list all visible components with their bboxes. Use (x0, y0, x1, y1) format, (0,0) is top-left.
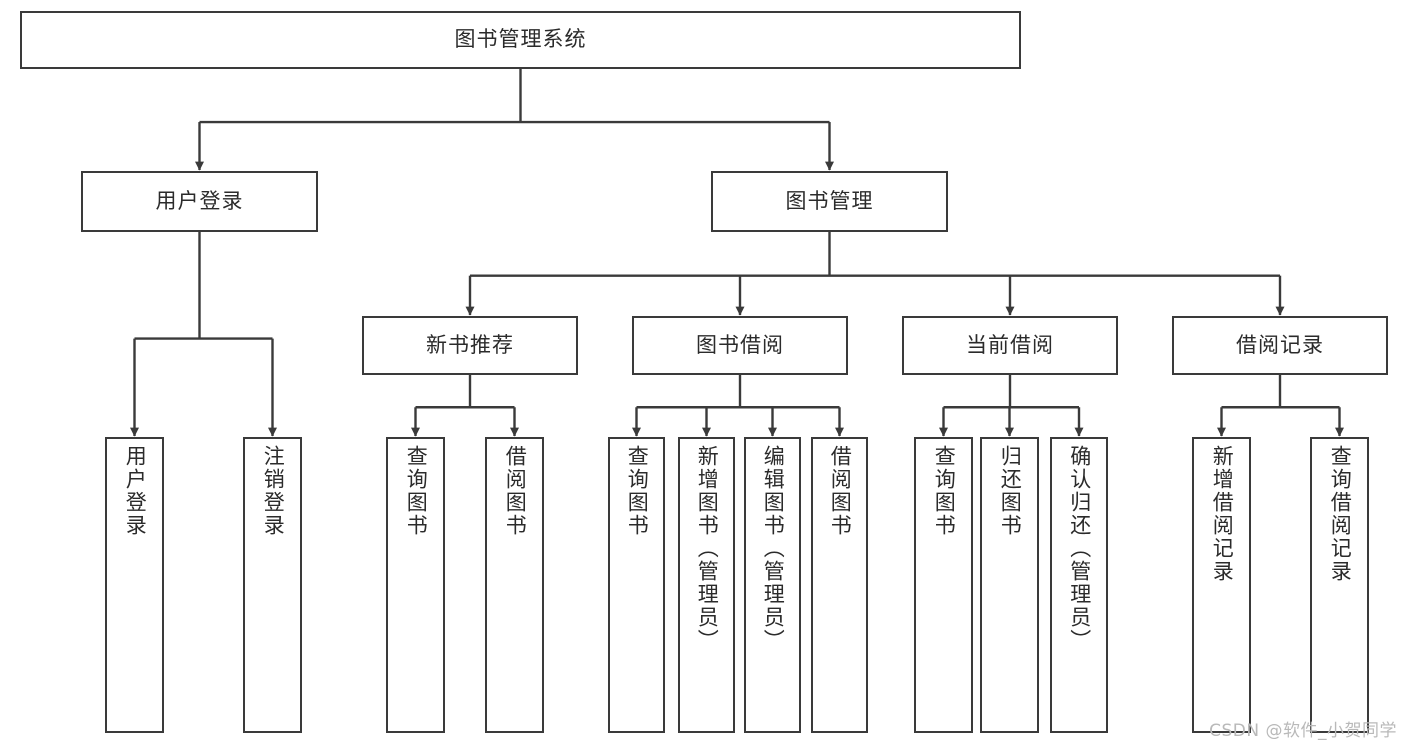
node-label: 查询图书 (932, 445, 957, 537)
node-label: 新书推荐 (426, 332, 514, 357)
watermark-text: CSDN @软件_小贺同学 (1209, 721, 1397, 741)
node-leaf-add-book-admin[interactable]: 新增图书（管理员） (678, 437, 735, 733)
node-leaf-query-books-current[interactable]: 查询图书 (914, 437, 973, 733)
node-label: 新增图书（管理员） (695, 445, 720, 652)
node-leaf-edit-book-admin[interactable]: 编辑图书（管理员） (744, 437, 801, 733)
node-label: 查询图书 (625, 445, 650, 537)
node-label: 用户登录 (155, 188, 244, 213)
node-user-login[interactable]: 用户登录 (81, 171, 318, 232)
node-leaf-return-books[interactable]: 归还图书 (980, 437, 1039, 733)
node-borrowing-records[interactable]: 借阅记录 (1172, 316, 1388, 375)
node-label: 图书管理系统 (454, 27, 587, 52)
node-current-borrowing[interactable]: 当前借阅 (902, 316, 1118, 375)
node-leaf-query-books-borrowing[interactable]: 查询图书 (608, 437, 665, 733)
node-leaf-add-borrow-record[interactable]: 新增借阅记录 (1192, 437, 1251, 733)
node-label: 新增借阅记录 (1210, 445, 1235, 583)
node-label: 借阅记录 (1236, 332, 1324, 357)
node-label: 确认归还（管理员） (1067, 445, 1092, 652)
node-label: 当前借阅 (966, 332, 1054, 357)
node-leaf-user-login[interactable]: 用户登录 (105, 437, 164, 733)
node-leaf-query-borrow-record[interactable]: 查询借阅记录 (1310, 437, 1369, 733)
node-book-borrowing[interactable]: 图书借阅 (632, 316, 848, 375)
node-label: 编辑图书（管理员） (761, 445, 786, 652)
node-new-book-recommendation[interactable]: 新书推荐 (362, 316, 578, 375)
node-leaf-confirm-return-admin[interactable]: 确认归还（管理员） (1050, 437, 1108, 733)
node-label: 借阅图书 (828, 445, 853, 537)
node-label: 图书管理 (785, 188, 874, 213)
node-leaf-borrow-books-borrowing[interactable]: 借阅图书 (811, 437, 868, 733)
node-root-book-management-system[interactable]: 图书管理系统 (20, 11, 1021, 69)
node-leaf-query-books-recommend[interactable]: 查询图书 (386, 437, 445, 733)
node-label: 查询图书 (404, 445, 429, 537)
node-label: 用户登录 (123, 445, 148, 537)
node-label: 图书借阅 (696, 332, 784, 357)
node-book-management[interactable]: 图书管理 (711, 171, 948, 232)
node-label: 借阅图书 (503, 445, 528, 537)
node-label: 注销登录 (261, 445, 286, 537)
node-leaf-borrow-books-recommend[interactable]: 借阅图书 (485, 437, 544, 733)
node-label: 查询借阅记录 (1328, 445, 1353, 583)
node-leaf-logout[interactable]: 注销登录 (243, 437, 302, 733)
node-label: 归还图书 (998, 445, 1023, 537)
edges-group (130, 69, 1344, 437)
